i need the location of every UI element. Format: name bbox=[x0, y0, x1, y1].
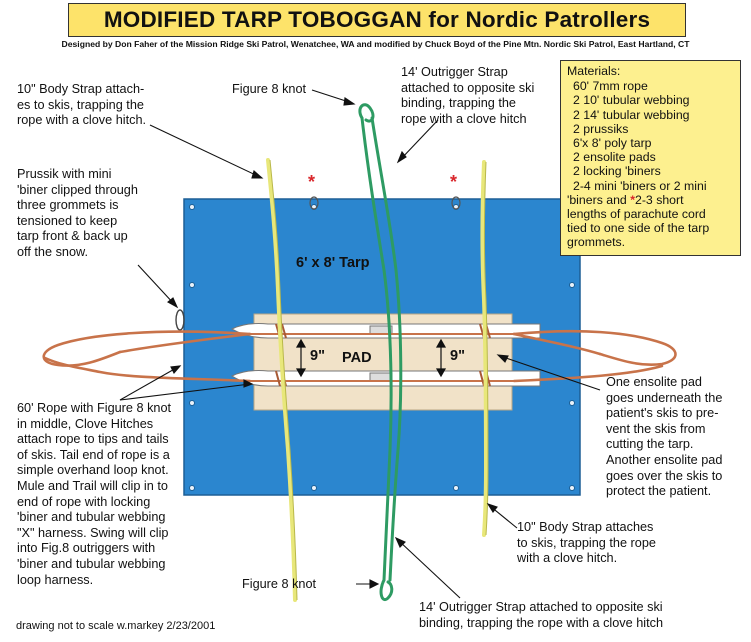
pad-label: PAD bbox=[342, 350, 372, 366]
materials-item: 'biners and *2-3 short bbox=[567, 192, 684, 207]
cord-loops bbox=[309, 196, 461, 210]
rope-60ft bbox=[42, 329, 677, 383]
materials-item: tied to one side of the tarp bbox=[567, 221, 710, 236]
star-right: * bbox=[450, 172, 458, 192]
materials-heading: Materials: bbox=[567, 64, 621, 78]
outrigger-bottom-note: 14' Outrigger Strap attached to opposite… bbox=[419, 600, 664, 630]
materials-item: 60' 7mm rope bbox=[573, 79, 648, 94]
materials-item: grommets. bbox=[567, 235, 626, 250]
tarp-label: 6' x 8' Tarp bbox=[296, 255, 370, 271]
figure8-top-note: Figure 8 knot bbox=[232, 82, 307, 96]
materials-item: 2 14' tubular webbing bbox=[573, 107, 690, 122]
materials-star: * bbox=[630, 192, 635, 207]
page-title: MODIFIED TARP TOBOGGAN for Nordic Patrol… bbox=[68, 3, 686, 37]
prussik-note: Prussik with mini 'biner clipped through… bbox=[17, 167, 138, 259]
pad-width-arrows bbox=[295, 338, 447, 378]
materials-item: 2 10' tubular webbing bbox=[573, 93, 690, 108]
body-strap-bottom-note: 10" Body Strap attaches to skis, trappin… bbox=[517, 520, 656, 566]
body-strap-top-note: 10" Body Strap attach- es to skis, trapp… bbox=[17, 82, 147, 128]
materials-item: 2 locking 'biners bbox=[573, 164, 661, 179]
outrigger-top-note: 14' Outrigger Strap attached to opposite… bbox=[401, 65, 535, 126]
rope-note: 60' Rope with Figure 8 knot in middle, C… bbox=[17, 401, 172, 587]
outrigger-strap bbox=[358, 103, 403, 601]
materials-item: 2-4 mini 'biners or 2 mini bbox=[573, 178, 707, 193]
pad-width-left: 9" bbox=[310, 348, 325, 364]
pad-width-right: 9" bbox=[450, 348, 465, 364]
figure8-bottom-note: Figure 8 knot bbox=[242, 577, 317, 591]
ensolite-note: One ensolite pad goes underneath the pat… bbox=[606, 375, 723, 499]
credits-line: Designed by Don Faher of the Mission Rid… bbox=[61, 39, 690, 49]
materials-item: 2 prussiks bbox=[573, 121, 629, 136]
materials-item: 6'x 8' poly tarp bbox=[573, 136, 652, 151]
body-straps bbox=[266, 158, 489, 602]
star-left: * bbox=[308, 172, 316, 192]
prussik-biner bbox=[175, 309, 185, 331]
materials-item: 2 ensolite pads bbox=[573, 150, 656, 165]
materials-box: Materials: 60' 7mm rope 2 10' tubular we… bbox=[560, 60, 741, 256]
materials-item: lengths of parachute cord bbox=[567, 207, 706, 222]
footer-note: drawing not to scale w.markey 2/23/2001 bbox=[16, 620, 216, 632]
leader-lines bbox=[119, 89, 601, 599]
